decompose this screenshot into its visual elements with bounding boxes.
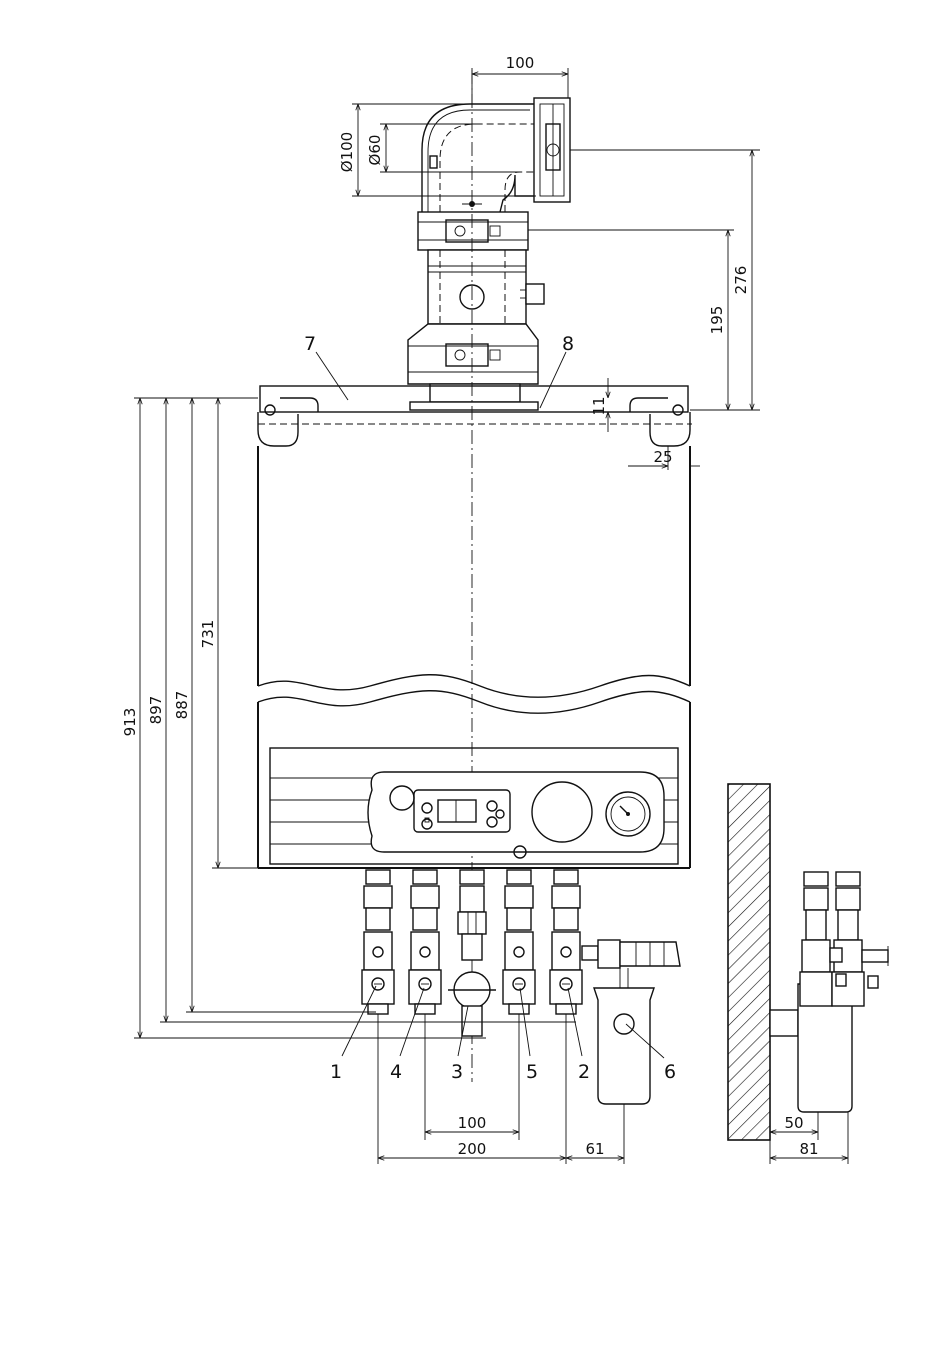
dim-height-276: 276 [732, 266, 750, 295]
control-panel [270, 748, 678, 864]
flue-clamp-upper [418, 212, 528, 250]
dim-side-81: 81 [799, 1140, 818, 1158]
dim-top-offset: 100 [506, 54, 535, 72]
valve-2 [550, 870, 582, 1014]
break-line-lower [258, 691, 690, 714]
flue-pipe [428, 250, 526, 324]
valve-5 [503, 870, 535, 1014]
label-4: 4 [390, 1061, 402, 1083]
label-5: 5 [526, 1061, 538, 1083]
gas-valve-3 [448, 870, 496, 1036]
label-1: 1 [330, 1061, 342, 1083]
flue-adaptor [408, 324, 538, 384]
dim-side-50: 50 [784, 1114, 803, 1132]
side-view [728, 784, 888, 1140]
dim-height-887: 887 [173, 691, 191, 720]
dim-height-11: 11 [590, 396, 608, 415]
wall-hatch [728, 784, 770, 1140]
dim-bottom-200: 200 [458, 1140, 487, 1158]
dim-width-25: 25 [653, 448, 672, 466]
dim-dia-inner: Ø60 [366, 135, 384, 166]
dim-bottom-100: 100 [458, 1114, 487, 1132]
dim-height-897: 897 [147, 696, 165, 725]
label-8: 8 [562, 333, 574, 355]
flue-assembly [408, 98, 570, 410]
dim-height-913: 913 [121, 708, 139, 737]
label-2: 2 [578, 1061, 590, 1083]
connection-valves [362, 870, 680, 1104]
dim-height-195: 195 [708, 306, 726, 335]
label-7: 7 [304, 333, 316, 355]
label-3: 3 [451, 1061, 463, 1083]
dim-height-731: 731 [199, 620, 217, 649]
flue-terminal [534, 98, 570, 202]
valve-1 [362, 870, 394, 1014]
control-fascia [368, 772, 664, 852]
dim-dia-outer: Ø100 [338, 132, 356, 172]
valve-4 [409, 870, 441, 1014]
dim-bottom-61: 61 [585, 1140, 604, 1158]
label-6: 6 [664, 1061, 676, 1083]
